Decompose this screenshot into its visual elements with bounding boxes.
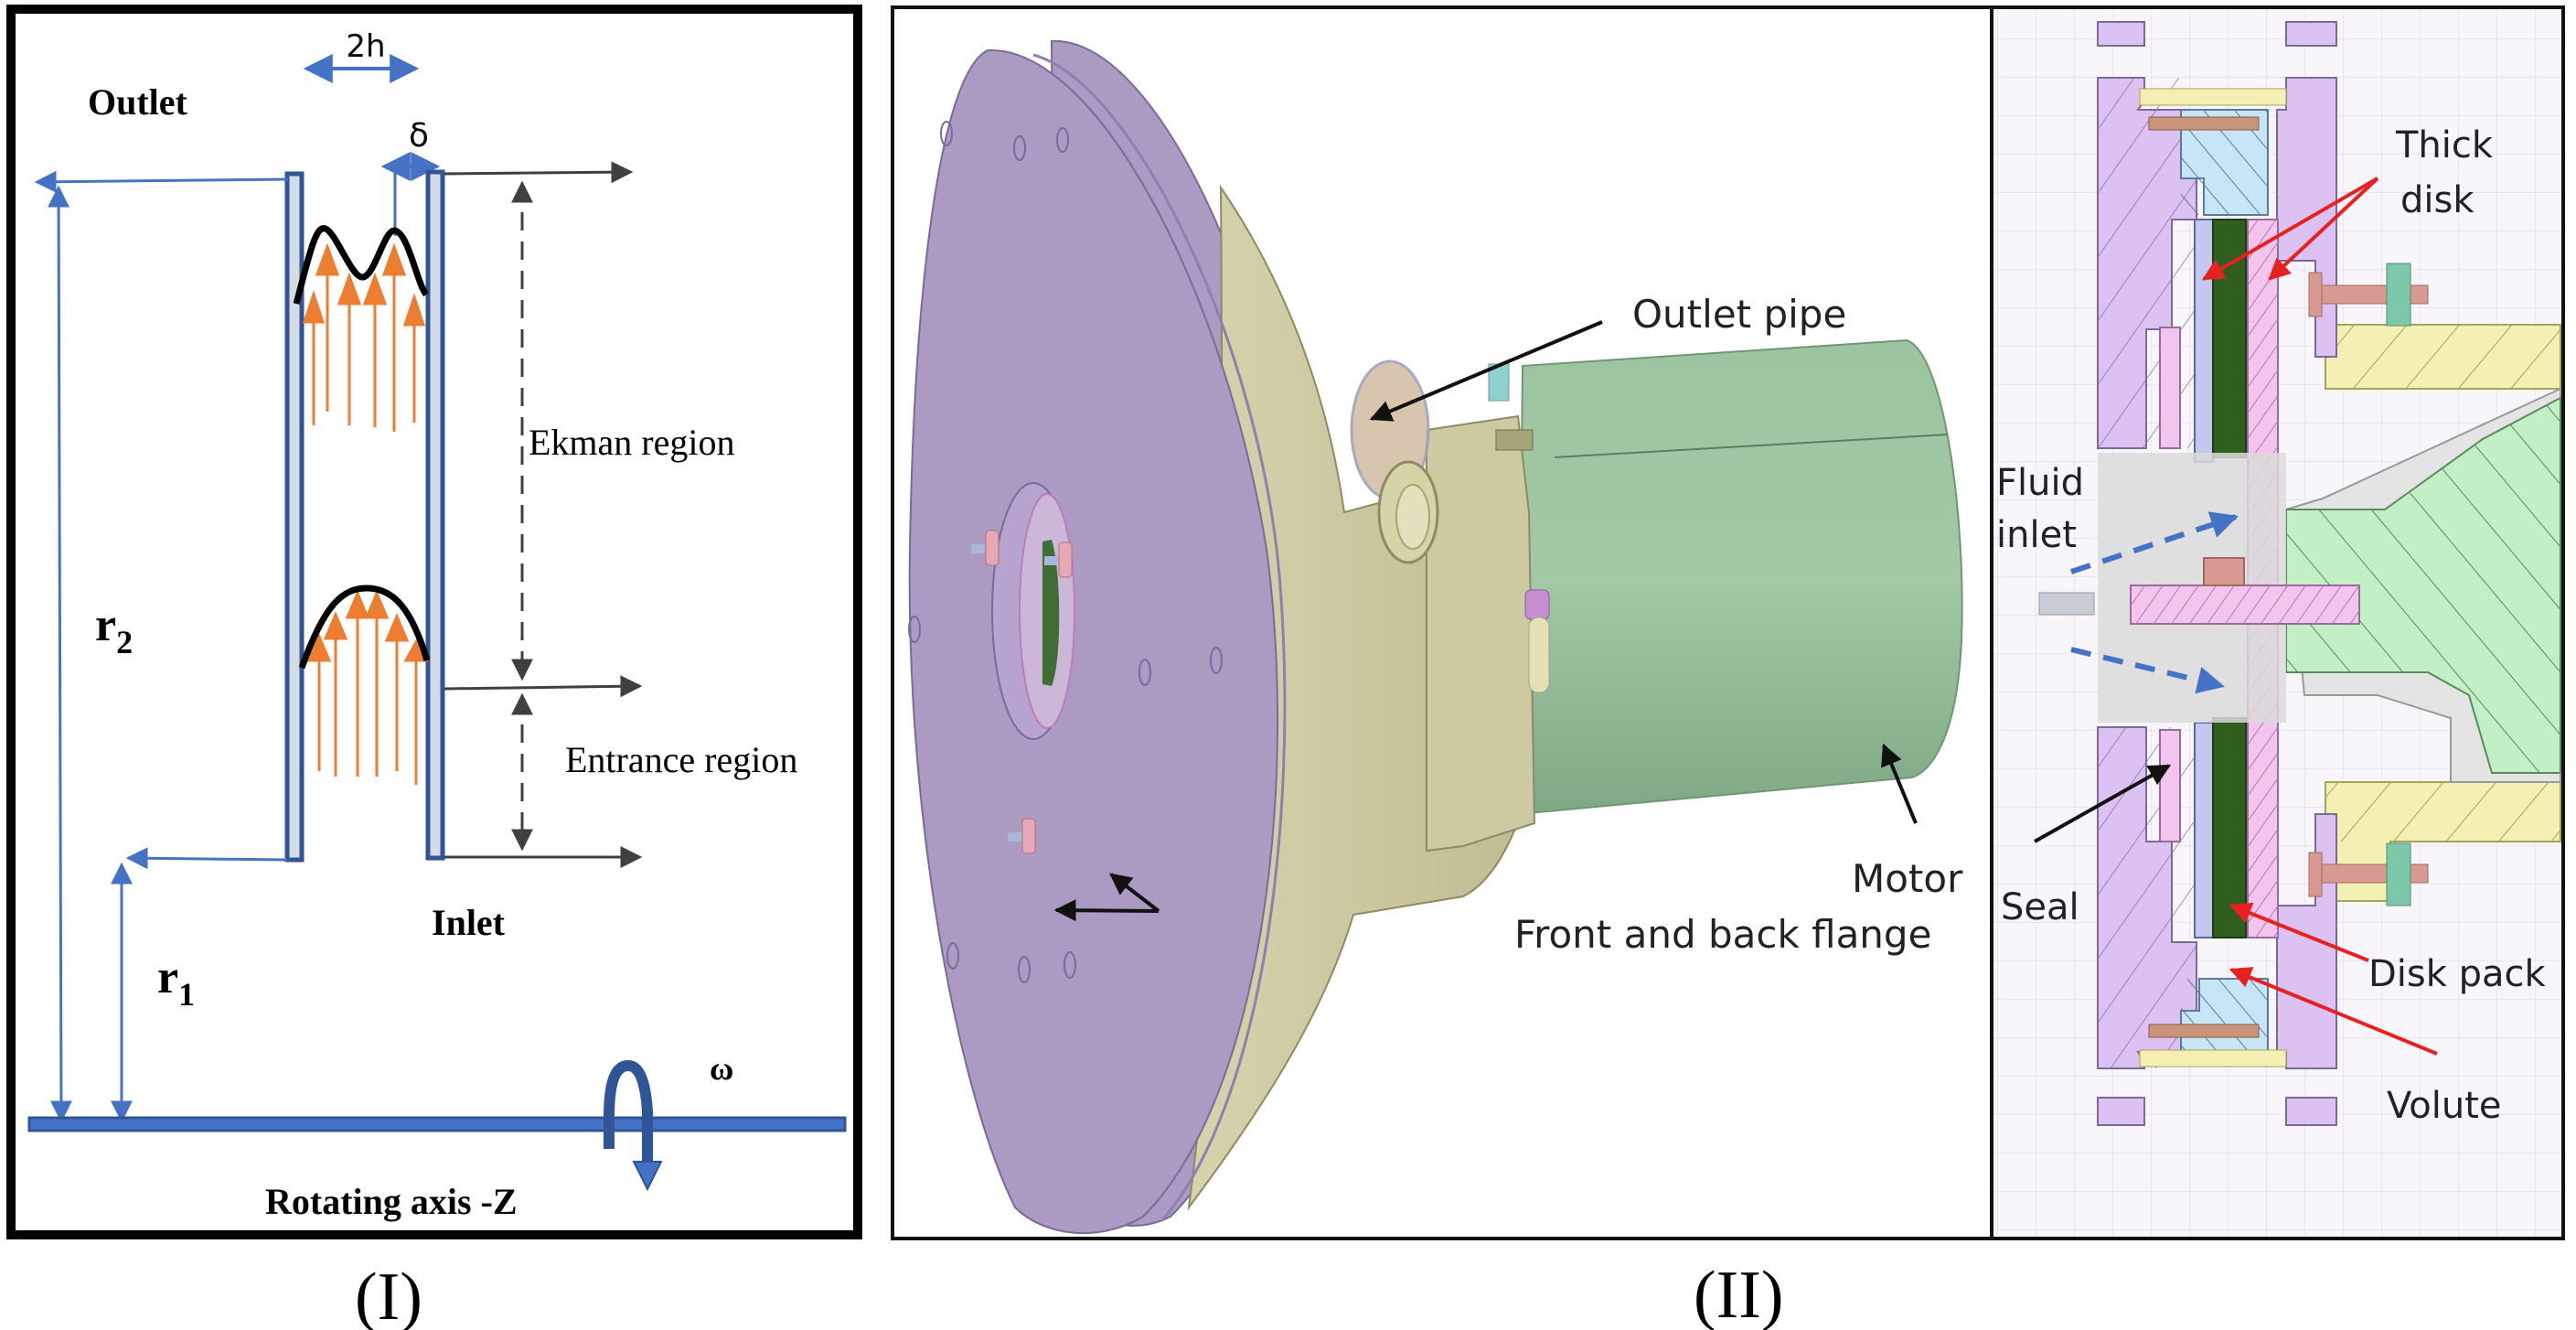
section-side-bolts: [2139, 88, 2429, 1067]
thick-disk-callout-arrow-2: [2268, 177, 2379, 281]
fitting-mid: [1495, 429, 1534, 451]
r1-subscript: 1: [178, 976, 195, 1013]
front-flange: [908, 48, 1279, 1235]
section-bolt-stub: [2038, 592, 2095, 616]
r2-symbol: r: [95, 599, 116, 651]
volute-label: Volute: [2387, 1085, 2502, 1127]
section-stator: [2194, 219, 2214, 463]
gap-width-label: 2h: [346, 28, 385, 65]
thick-disk-label-line2: disk: [2400, 179, 2474, 221]
panel-i-caption: (I): [355, 1260, 422, 1330]
rotating-axis: [27, 1116, 847, 1132]
fitting-stem: [1528, 617, 1550, 693]
motor-body: [1516, 338, 1963, 816]
inlet-label: Inlet: [432, 902, 506, 943]
ekman-velocity-arrows: [302, 242, 426, 432]
outer-radius-label: r2: [95, 599, 133, 660]
ekman-region-label: Ekman region: [529, 422, 735, 463]
inlet-bolts: [971, 530, 1073, 854]
inlet-radius-line: [125, 847, 288, 870]
section-disk-pack: [2212, 219, 2247, 458]
flange-callout-arrow-front: [1053, 899, 1160, 922]
panel-ii: Outlet pipe Motor Front and back flange: [891, 5, 2565, 1240]
left-disk-plate: [284, 171, 305, 863]
motor-seam: [1554, 434, 1949, 458]
section-center-bolt-hatch: [2131, 585, 2359, 624]
volute-ring: [1426, 414, 1536, 853]
thick-disk-callout-arrow-1: [2201, 177, 2379, 281]
rotation-direction-icon: [604, 1059, 653, 1169]
assembly-3d-view: Outlet pipe Motor Front and back flange: [908, 39, 1963, 1235]
motor-label: Motor: [1852, 856, 1963, 901]
section-housing-bottom-hatch: [2181, 979, 2268, 1052]
entrance-region-label: Entrance region: [565, 739, 797, 780]
section-seal: [2159, 327, 2181, 449]
section-motor-support-lower-hatch: [2325, 782, 2560, 842]
right-disk-plate: [425, 169, 445, 861]
section-stator-lower: [2194, 722, 2214, 939]
outlet-pipe-callout-arrow: [1369, 320, 1603, 422]
rotating-axis-label: Rotating axis -Z: [265, 1181, 518, 1222]
section-shaft-hatch: [2286, 398, 2560, 773]
fluid-inlet-label-line2: inlet: [1996, 514, 2077, 556]
r2-dimension-line: [48, 185, 72, 1123]
boundary-thickness-label: δ: [409, 117, 429, 155]
seal-label: Seal: [2001, 886, 2079, 928]
angular-velocity-label: ω: [710, 1050, 733, 1087]
fluid-inlet-flow-arrow-upper: [2070, 511, 2239, 574]
ekman-velocity-profile: [293, 225, 429, 305]
section-motor-support-upper-hatch: [2325, 325, 2560, 389]
entrance-velocity-arrows: [306, 590, 429, 785]
inner-radius-label: r1: [157, 951, 195, 1013]
outlet-radius-line: [34, 170, 289, 193]
panel-i: 2h Outlet δ r2 r1: [6, 5, 862, 1239]
disk-pack-callout-arrow: [2229, 902, 2369, 962]
section-nut: [2203, 557, 2245, 586]
front-flange-edge: [1032, 53, 1287, 1222]
fluid-inlet-label-line1: Fluid: [1996, 462, 2084, 504]
disk-pack-label: Disk pack: [2368, 953, 2547, 995]
flange-label: Front and back flange: [1514, 912, 1931, 957]
outlet-label: Outlet: [88, 81, 188, 123]
fitting-bottom: [1524, 589, 1550, 620]
fluid-inlet-flow-arrow-lower: [2070, 647, 2225, 694]
cross-section-view: Thick disk Fluid inlet Seal Disk pack Vo…: [1993, 9, 2561, 1237]
volute-callout-arrow: [2229, 967, 2438, 1056]
flange-bolt-holes: [908, 121, 1223, 983]
region-divider-arrow: [444, 675, 643, 698]
ekman-top-marker-arrow: [444, 161, 634, 184]
seal-callout-arrow: [2034, 764, 2172, 843]
flange-callout-arrow-back: [1109, 873, 1160, 913]
inlet-disk-pack-visible: [1042, 540, 1060, 686]
panel-ii-caption: (II): [1694, 1258, 1784, 1330]
entrance-velocity-profile: [298, 585, 431, 670]
r1-symbol: r: [157, 951, 178, 1003]
section-seal-lower: [2159, 729, 2181, 842]
section-disk-pack-lower: [2212, 717, 2247, 939]
motor-callout-arrow: [1881, 743, 1918, 824]
outlet-pipe-label: Outlet pipe: [1632, 292, 1846, 337]
outlet-pipe-bore: [1395, 484, 1430, 550]
thick-disk-label-line1: Thick: [2395, 124, 2494, 166]
r2-subscript: 2: [116, 624, 133, 660]
rotation-arrowhead-icon: [632, 1161, 663, 1192]
